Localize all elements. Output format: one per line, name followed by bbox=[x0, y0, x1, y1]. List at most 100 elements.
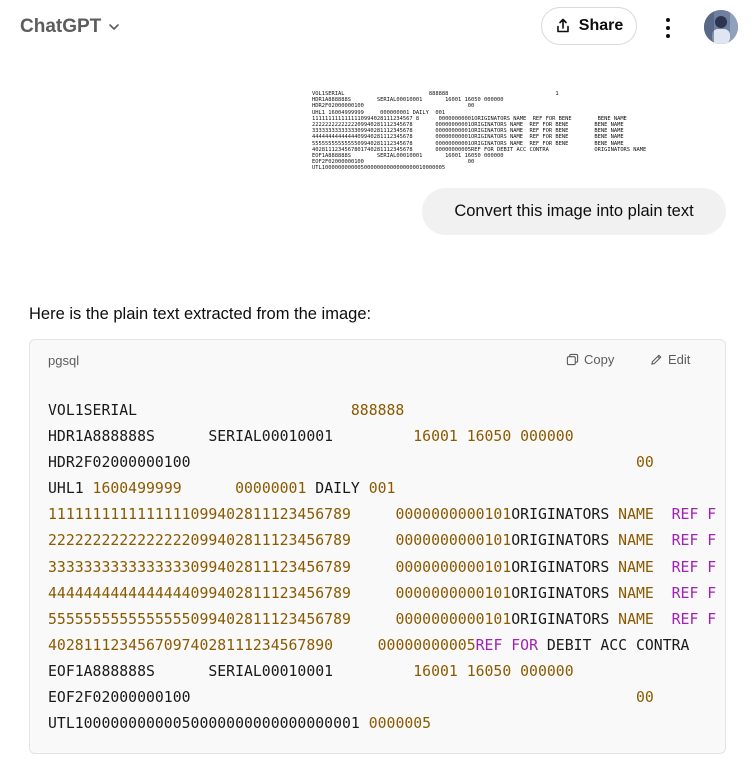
code-token: ORIGINATORS bbox=[511, 584, 619, 602]
code-token: ORIGINATORS bbox=[511, 610, 619, 628]
code-token bbox=[351, 532, 396, 549]
code-token: HDR1A888888S SERIAL00010001 bbox=[48, 428, 414, 446]
code-token: 00 bbox=[635, 454, 654, 472]
code-token: 5555555555555555099402811123456789 bbox=[48, 610, 351, 628]
code-token bbox=[698, 585, 707, 602]
code-token: F bbox=[707, 610, 717, 628]
copy-icon bbox=[566, 353, 579, 366]
model-selector[interactable]: ChatGPT bbox=[20, 16, 121, 38]
code-token bbox=[698, 532, 707, 549]
code-token: 00000000005 bbox=[377, 636, 476, 654]
copy-button[interactable]: Copy bbox=[566, 352, 614, 367]
uploaded-image-line: HDR1A888888S SERIAL00010001 16001 16050 … bbox=[312, 97, 504, 104]
code-token bbox=[333, 637, 378, 654]
avatar-image-icon bbox=[704, 10, 738, 44]
code-token: 0000000000101 bbox=[395, 584, 512, 602]
code-token: 0000000000101 bbox=[395, 558, 512, 576]
code-token: 888888 bbox=[350, 402, 405, 419]
code-line: 3333333333333333099402811123456789 00000… bbox=[48, 555, 716, 581]
code-token: 1600499999 bbox=[92, 480, 182, 498]
code-line: EOF1A888888S SERIAL00010001 16001 16050 … bbox=[48, 659, 716, 685]
avatar[interactable] bbox=[704, 10, 738, 44]
code-token: F bbox=[707, 506, 717, 524]
code-token bbox=[698, 611, 707, 628]
code-token: REF bbox=[671, 584, 699, 602]
app-title: ChatGPT bbox=[20, 16, 102, 37]
code-token bbox=[351, 506, 396, 523]
code-line: 5555555555555555099402811123456789 00000… bbox=[48, 607, 716, 633]
code-language-label: pgsql bbox=[48, 353, 80, 368]
code-token bbox=[351, 559, 396, 576]
code-token: 40281112345670974028111234567890 bbox=[48, 636, 334, 654]
more-options-icon[interactable] bbox=[658, 14, 678, 42]
code-token bbox=[351, 585, 396, 602]
code-token: NAME bbox=[618, 584, 654, 602]
code-token bbox=[351, 611, 396, 628]
share-button[interactable]: Share bbox=[541, 7, 637, 45]
user-message-text: Convert this image into plain text bbox=[454, 202, 694, 220]
code-token: 1111111111111111099402811123456789 bbox=[48, 506, 351, 524]
edit-button[interactable]: Edit bbox=[650, 352, 690, 367]
uploaded-image-line: EOF2F02000000100 00 bbox=[312, 159, 475, 166]
uploaded-image-line: UHL1 16004999999 000000001 DAILY 001 bbox=[312, 109, 446, 116]
uploaded-image-line: HDR2F02000000100 00 bbox=[312, 103, 475, 110]
code-line: HDR2F02000000100 00 bbox=[48, 450, 716, 476]
code-token bbox=[654, 611, 672, 628]
assistant-intro: Here is the plain text extracted from th… bbox=[29, 305, 372, 323]
code-token: NAME bbox=[618, 610, 654, 628]
code-token: EOF1A888888S SERIAL00010001 bbox=[48, 662, 414, 680]
code-token bbox=[182, 480, 235, 497]
code-line: 4444444444444444099402811123456789 00000… bbox=[48, 581, 716, 607]
code-token: 0000000000101 bbox=[395, 532, 512, 550]
copy-label: Copy bbox=[584, 352, 615, 367]
code-token bbox=[654, 506, 672, 523]
code-token: 0000005 bbox=[368, 715, 432, 733]
code-token: 2222222222222222099402811123456789 bbox=[48, 532, 351, 550]
top-bar: ChatGPT Share bbox=[0, 0, 756, 56]
code-token: NAME bbox=[618, 532, 654, 550]
code-token: 16001 16050 000000 bbox=[413, 428, 574, 446]
code-line: VOL1SERIAL 888888 bbox=[48, 398, 716, 424]
uploaded-image-line: VOL1SERIAL 888888 1 bbox=[312, 91, 559, 97]
code-token: 16001 16050 000000 bbox=[413, 662, 574, 680]
code-token: 00000001 bbox=[235, 480, 307, 498]
code-token: 0000000000101 bbox=[395, 610, 512, 628]
code-token: DAILY bbox=[306, 480, 369, 498]
code-token: ORIGINATORS bbox=[511, 558, 619, 576]
share-label: Share bbox=[578, 17, 624, 34]
code-token: NAME bbox=[618, 558, 654, 576]
code-token: HDR2F02000000100 bbox=[48, 454, 636, 472]
code-line: UHL1 1600499999 00000001 DAILY 001 bbox=[48, 476, 716, 502]
code-token: F bbox=[707, 558, 717, 576]
share-icon bbox=[556, 18, 569, 33]
code-token: REF bbox=[671, 610, 699, 628]
uploaded-image-line: 2222222222222209940281112345678 00000000… bbox=[312, 122, 624, 129]
code-token: UHL1 bbox=[48, 480, 93, 498]
code-line: 2222222222222222099402811123456789 00000… bbox=[48, 528, 716, 554]
code-token: ORIGINATORS bbox=[511, 506, 619, 524]
chevron-down-icon bbox=[109, 24, 120, 30]
code-token: ORIGINATORS bbox=[511, 532, 619, 550]
uploaded-image-line: 5555555555555509940281112345678 00000000… bbox=[312, 140, 624, 147]
code-token: REF bbox=[671, 506, 699, 524]
code-token: 4444444444444444099402811123456789 bbox=[48, 584, 351, 602]
code-token: UTL10000000000050000000000000000001 bbox=[48, 715, 369, 733]
code-line: UTL10000000000050000000000000000001 0000… bbox=[48, 711, 716, 737]
code-token: 00 bbox=[635, 689, 654, 707]
uploaded-image-line: 1111111111111110994028111234567 8 000000… bbox=[312, 115, 627, 122]
code-token: REF bbox=[671, 532, 699, 550]
code-token: EOF2F02000000100 bbox=[48, 689, 636, 707]
uploaded-image-line: 4444444444444409940281112345678 00000000… bbox=[312, 134, 624, 141]
uploaded-image-line: EOF1A888888S SERIAL00010001 16001 16050 … bbox=[312, 153, 504, 160]
code-token: 0000000000101 bbox=[395, 506, 512, 524]
uploaded-image-line: UTL1000000000005000000000000000001000000… bbox=[312, 165, 446, 172]
code-line: 40281112345670974028111234567890 0000000… bbox=[48, 633, 716, 659]
code-token bbox=[654, 585, 672, 602]
code-line: HDR1A888888S SERIAL00010001 16001 16050 … bbox=[48, 424, 716, 450]
code-token: 3333333333333333099402811123456789 bbox=[48, 558, 351, 576]
